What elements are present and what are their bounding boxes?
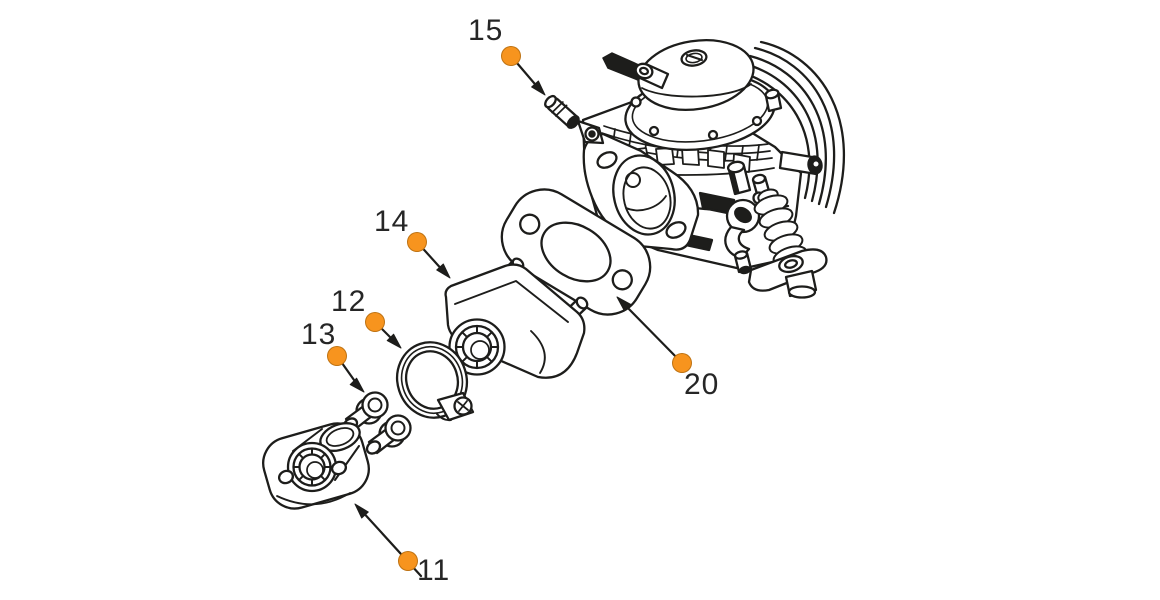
callout-label-20[interactable]: 20 <box>684 368 720 401</box>
housing-arcs <box>738 40 845 215</box>
callout-dot-11[interactable] <box>398 551 418 571</box>
callout-label-13[interactable]: 13 <box>301 318 337 351</box>
part-11-drawing <box>262 422 370 510</box>
callout-label-14[interactable]: 14 <box>374 205 410 238</box>
callout-dot-15[interactable] <box>501 46 521 66</box>
callout-dot-20[interactable] <box>672 353 692 373</box>
callout-label-11[interactable]: 11 <box>417 554 451 587</box>
part-20-drawing <box>500 188 652 316</box>
part-12-drawing <box>396 341 475 422</box>
callout-label-12[interactable]: 12 <box>331 285 367 318</box>
callout-dot-14[interactable] <box>407 232 427 252</box>
part-14-drawing <box>444 257 589 379</box>
callout-label-15[interactable]: 15 <box>468 14 504 47</box>
part-15-drawing <box>544 94 605 145</box>
callout-dot-13[interactable] <box>327 346 347 366</box>
carburetor-drawing <box>581 39 828 299</box>
callout-dot-12[interactable] <box>365 312 385 332</box>
